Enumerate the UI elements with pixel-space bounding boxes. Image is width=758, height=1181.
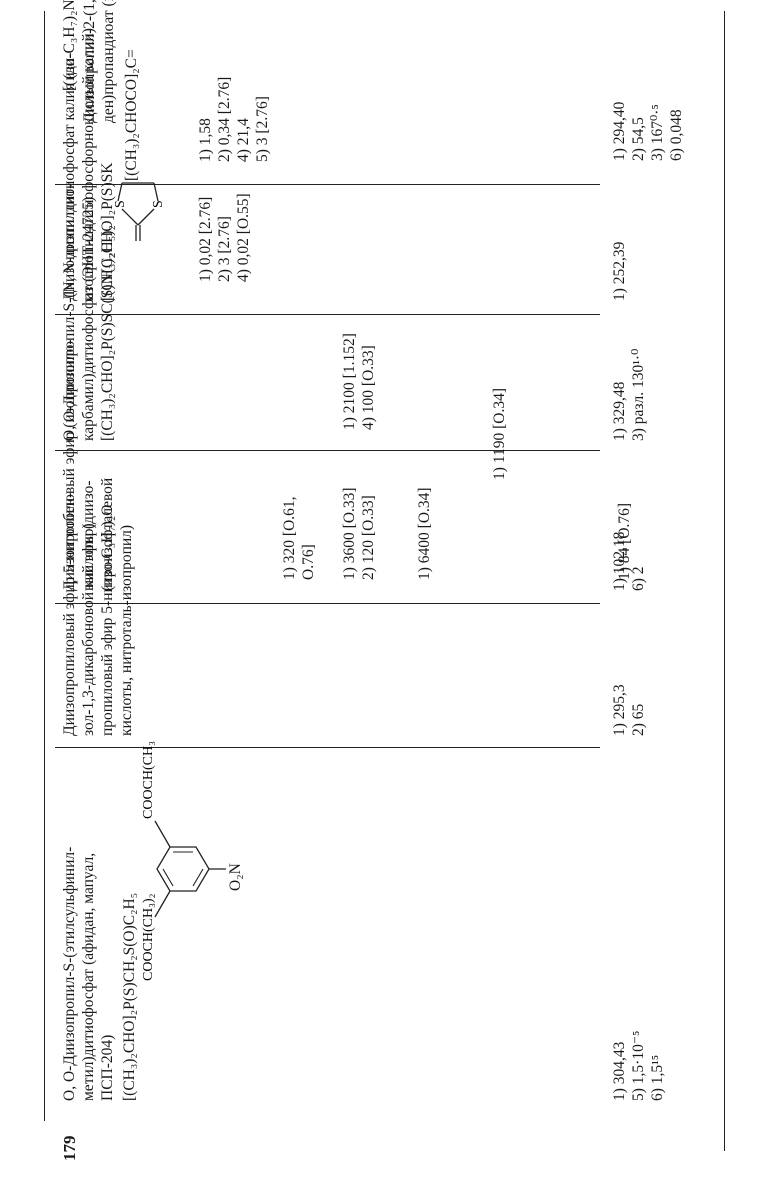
row5-name-line2: зол-1,3-дикарбоновой кислоты (диизо- <box>80 480 97 736</box>
row3-props-list: 1) 329,48 3) разл. 130¹·⁰ <box>611 348 647 441</box>
row1-formula: [(CH₃)₂CHOCO]₂C= <box>123 49 140 181</box>
carboxyl-label-bottom: COOCH(CH₃)₂ <box>141 893 156 981</box>
r4-tox2: 1) 2100 [1.152] 4) 100 [O.33] <box>341 333 377 430</box>
r2-tox4: 1) 1,58 2) 0,34 [2.76] 4) 21,4 5) 3 [2.7… <box>197 76 271 162</box>
r3-tox1: 1) 320 [O.61, O.76] <box>281 496 317 580</box>
row2-props-list: 1) 252,39 <box>611 241 628 301</box>
col-sep-2 <box>55 603 600 604</box>
col-sep-3 <box>55 450 600 451</box>
row6-name-line3: ПСП-204) <box>99 1034 116 1101</box>
row6-formula: [(CH₃)₂CHO]₂P(S)CH₂S(O)C₂H₅ <box>121 892 138 1101</box>
r1-tox1: 1) 1190 [O.34] <box>491 388 508 480</box>
ring-sulfur-top: S <box>113 200 128 208</box>
row3-name-line2: карбамил)дитиофосфат (ЭНТ-24725) <box>80 196 97 441</box>
nitro-label: O₂N <box>227 863 244 891</box>
table-top-rule <box>724 11 725 1151</box>
page-number: 179 <box>60 1135 79 1162</box>
table-bottom-rule <box>44 11 45 1121</box>
row5-name-line4: кислоты, нитроталь-изопропил) <box>118 524 135 736</box>
row6-props-list: 1) 304,43 5) 1,5·10⁻⁵ 6) 1,5¹⁵ <box>611 1030 666 1101</box>
row5-name-line1: Диизопропиловый эфир 5-нитробен- <box>61 492 78 736</box>
row1-props-list: 1) 294,40 2) 54,5 3) 167⁰·⁵ 6) 0,048 <box>611 101 685 161</box>
r4-tox1: 1) 3600 [O.33] 2) 120 [O.33] <box>341 487 377 580</box>
nitroisophthalate-structure: COOCH(CH₃)₂ COOCH(CH₃)₂ <box>141 741 226 981</box>
row1-name-line2: ден)пропандиоат (изопротиолан, фуйон) <box>99 0 118 123</box>
r2-tox3: 1) 0,02 [2.76] 2) 3 [2.76] 4) 0,02 [O.55… <box>197 193 252 282</box>
row3-formula: [(CH₃)₂CHO]₂P(S)SC(S)N(C₂H₅)₂ <box>99 225 116 441</box>
carboxyl-label-top: COOCH(CH₃)₂ <box>141 741 156 819</box>
r6-tox1: 1) 84 [O.76] <box>616 502 633 580</box>
dithiolane-ring-structure: S S <box>113 182 166 241</box>
r5-tox1: 1) 6400 [O.34] <box>416 487 433 580</box>
row5-name-line3: пропиловый эфир 5-нитроизофталевой <box>99 477 116 736</box>
row6-name-line1: O, O-Диизопропил-S-(этилсульфинил- <box>61 846 78 1101</box>
col-sep-4 <box>55 314 600 315</box>
row5-props-list: 1) 295,3 2) 65 <box>611 684 647 736</box>
ring-sulfur-bottom: S <box>151 200 166 208</box>
row6-name-line2: метил)дитиофосфат (афидан, мапуал, <box>80 852 97 1101</box>
